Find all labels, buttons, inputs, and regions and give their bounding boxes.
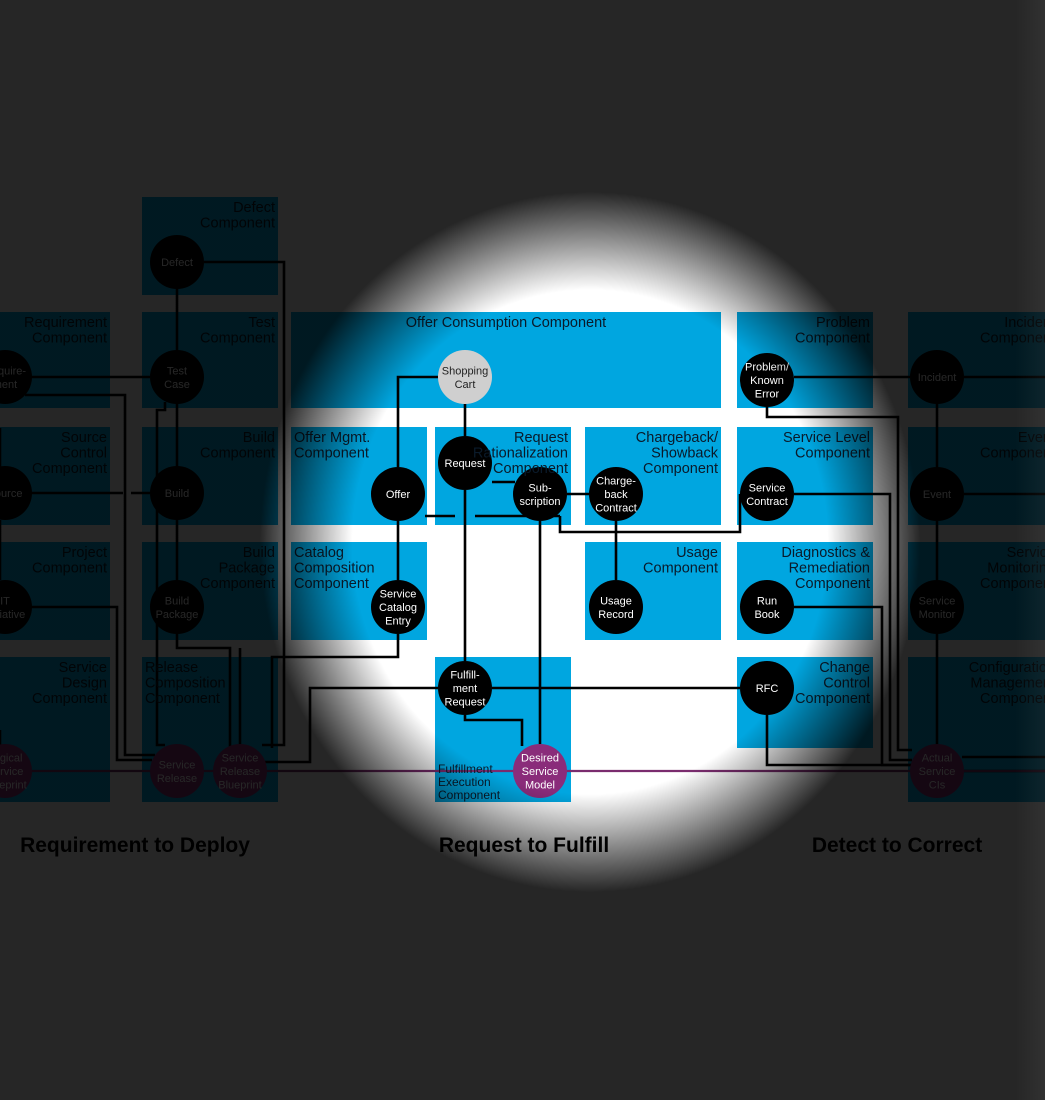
entity-event: Event [910, 467, 964, 521]
value-stream-request-to-fulfill: Request to Fulfill [438, 834, 610, 857]
component-label: Offer Mgmt.Component [294, 430, 370, 462]
entity-label: Source [0, 488, 22, 500]
entity-rfc: RFC [740, 661, 794, 715]
entity-defect: Defect [150, 235, 204, 289]
entity-incident: Incident [910, 350, 964, 404]
entity-label: Incident [918, 372, 957, 384]
component-label: ConfigurationManagementComponent [969, 660, 1045, 707]
entity-label: RFC [756, 683, 779, 695]
entity-label: Offer [386, 489, 411, 501]
entity-label: Defect [161, 257, 193, 269]
entity-build: Build [150, 466, 204, 520]
value-stream-requirement-to-deploy: Requirement to Deploy [20, 834, 250, 857]
entity-label: Event [923, 489, 951, 501]
entity-request: Request [438, 436, 492, 490]
component-label: Offer Consumption Component [406, 315, 606, 331]
entity-label: Build [165, 488, 189, 500]
connector-line [270, 634, 400, 748]
entity-offer: Offer [371, 467, 425, 521]
value-stream-detect-to-correct: Detect to Correct [811, 834, 983, 857]
connector-line [265, 686, 438, 764]
